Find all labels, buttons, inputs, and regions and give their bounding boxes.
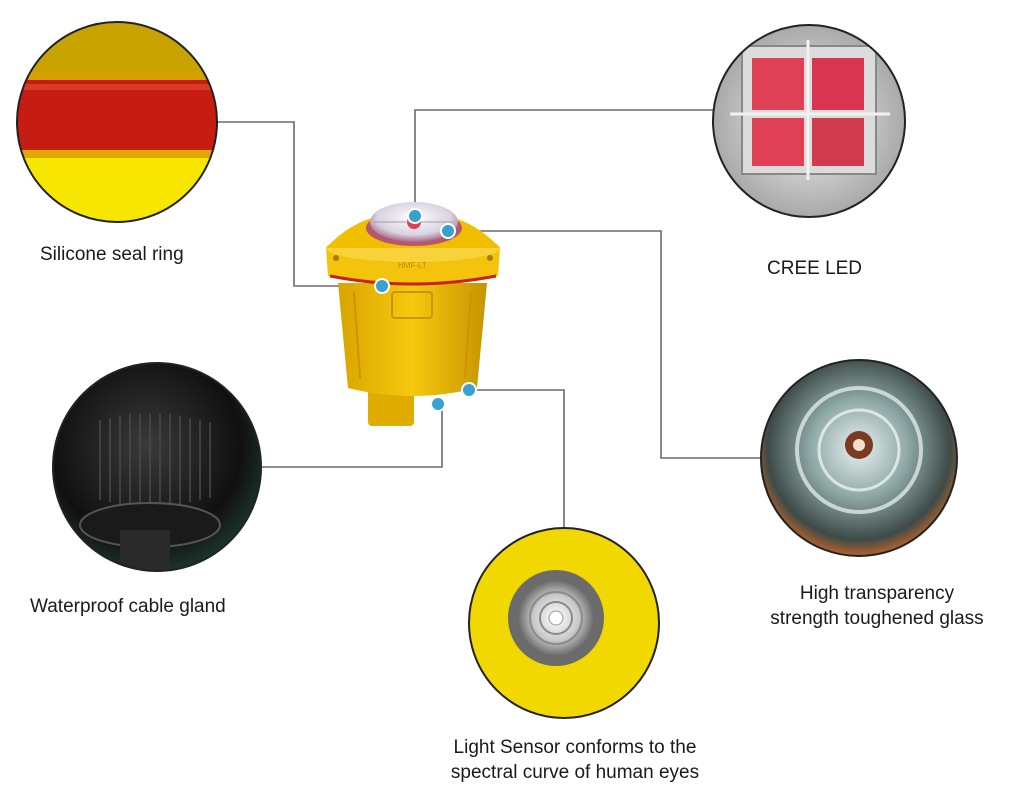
cree-led-detail-circle [712, 24, 906, 218]
connector-lines [215, 109, 761, 528]
marker-dot-glass [440, 223, 456, 239]
connector-seal [215, 121, 382, 287]
light-sensor-detail-circle [468, 527, 660, 719]
marker-dot-gland [430, 396, 446, 412]
label-toughened-glass-line1: High transparency [799, 583, 955, 604]
connector-led [414, 109, 713, 216]
marker-dot-sensor [461, 382, 477, 398]
label-toughened-glass: High transparency strength toughened gla… [757, 581, 997, 631]
marker-dot-led [407, 208, 423, 224]
seal-ring-detail-circle [16, 21, 218, 223]
marker-dot-seal [374, 278, 390, 294]
label-waterproof-cable-gland: Waterproof cable gland [30, 596, 226, 617]
label-light-sensor: Light Sensor conforms to the spectral cu… [430, 735, 720, 785]
connector-glass [448, 230, 761, 459]
connector-gland [261, 404, 443, 468]
toughened-glass-detail-circle [760, 359, 958, 557]
obstruction-light-product: HMF-LT [326, 202, 500, 426]
marker-dots [374, 208, 477, 412]
label-cree-led: CREE LED [767, 258, 863, 279]
connector-sensor [469, 389, 565, 528]
label-light-sensor-line2: spectral curve of human eyes [450, 762, 700, 783]
label-toughened-glass-line2: strength toughened glass [770, 608, 984, 629]
label-light-sensor-line1: Light Sensor conforms to the [453, 737, 697, 758]
cable-gland-detail-circle [52, 362, 262, 572]
product-marking: HMF-LT [398, 261, 427, 270]
label-silicone-seal-ring: Silicone seal ring [40, 244, 184, 265]
